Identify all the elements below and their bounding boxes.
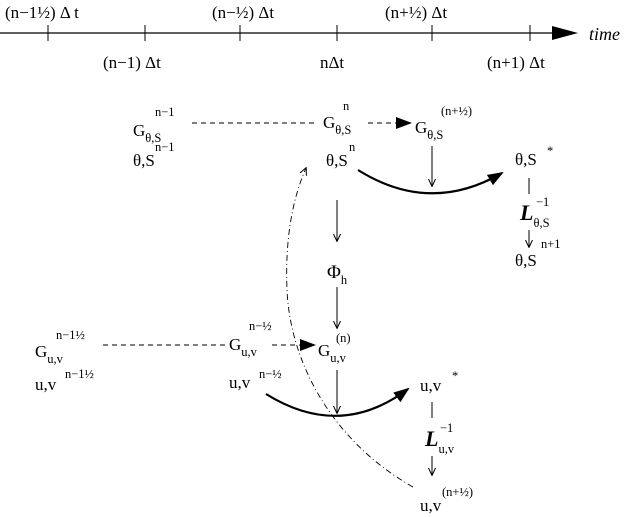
- l-inverse-uv-sup: −1: [440, 421, 453, 435]
- theta-s-n-minus-1: θ,S: [133, 151, 155, 170]
- l-inverse-theta-s-sup: −1: [536, 195, 549, 209]
- g-theta-s-n-sup: n: [343, 99, 350, 113]
- g-theta-s-n-minus-1-sup: n−1: [155, 105, 175, 119]
- theta-s-n-sup: n: [349, 140, 356, 154]
- g-theta-s-n-plus-half-sup: (n+½): [441, 104, 472, 118]
- g-uv-n-minus-1-half-sup: n−1½: [56, 328, 85, 342]
- g-theta-s-n-minus-1: Gθ,S: [133, 121, 161, 145]
- tick-label-n-plus-half: (n+½) Δt: [385, 3, 447, 22]
- g-uv-n-minus-half-sup: n−½: [249, 319, 272, 333]
- uv-n-plus-half: u,v: [420, 496, 442, 515]
- g-uv-n-sup: (n): [336, 331, 351, 345]
- theta-s-n-plus-1: θ,S: [515, 251, 537, 270]
- curved-arrow-uv-to-star: [265, 387, 410, 417]
- time-axis-label: time: [589, 24, 620, 44]
- uv-n-minus-1-half-sup: n−1½: [65, 367, 94, 381]
- curved-arrow-theta-s-to-star: [357, 169, 504, 195]
- theta-s-n: θ,S: [326, 151, 348, 170]
- g-uv-n-minus-half: Gu,v: [229, 335, 258, 359]
- theta-s-n-minus-1-sup: n−1: [155, 140, 175, 154]
- tick-label-n-minus-half: (n−½) Δt: [212, 3, 274, 22]
- tick-label-n-minus-1: (n−1) Δt: [103, 53, 161, 72]
- uv-star-sup: *: [452, 369, 458, 383]
- phi-h: Φh: [327, 262, 348, 287]
- uv-star: u,v: [420, 376, 442, 395]
- uv-n-minus-half: u,v: [229, 373, 251, 392]
- tick-label-n: nΔt: [320, 53, 344, 72]
- time-axis-arrowhead: [552, 26, 578, 40]
- g-theta-s-n: Gθ,S: [323, 113, 351, 137]
- uv-n-minus-1-half: u,v: [35, 375, 57, 394]
- l-inverse-theta-s: Lθ,S: [519, 200, 550, 230]
- g-uv-n: Gu,v: [318, 341, 347, 365]
- l-inverse-uv: Lu,v: [424, 426, 455, 456]
- tick-label-n-plus-1: (n+1) Δt: [487, 53, 545, 72]
- theta-s-n-plus-1-sup: n+1: [541, 237, 561, 251]
- theta-s-star: θ,S: [515, 150, 537, 169]
- uv-n-plus-half-sup: (n+½): [442, 485, 473, 499]
- theta-s-star-sup: *: [547, 144, 553, 158]
- g-uv-n-minus-1-half: Gu,v: [35, 342, 64, 366]
- g-theta-s-n-plus-half: Gθ,S: [415, 118, 443, 142]
- tick-label-n-minus-1-half: (n−1½) Δ t: [5, 3, 79, 22]
- uv-n-minus-half-sup: n−½: [259, 367, 282, 381]
- dash-dot-feedback-curve: [286, 168, 414, 488]
